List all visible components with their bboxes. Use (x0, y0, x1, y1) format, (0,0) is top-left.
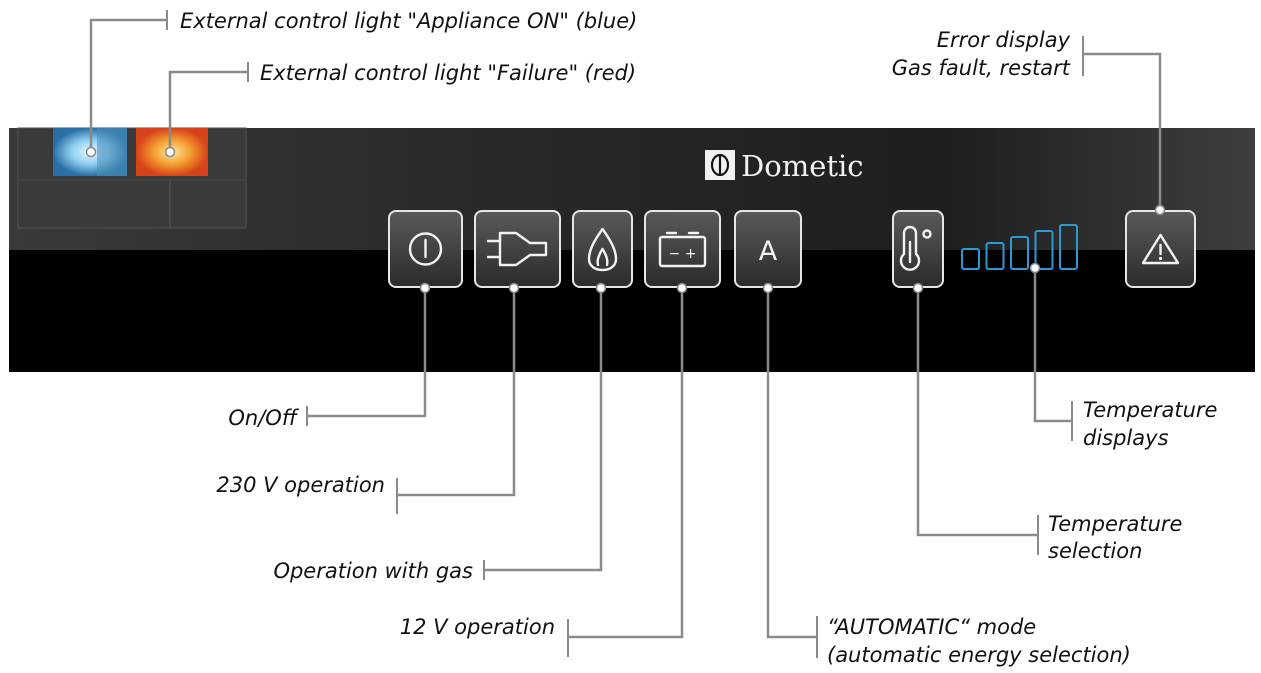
dot-gas (595, 282, 607, 294)
temperature-level-bar (1059, 224, 1078, 270)
label-automatic-detail: (automatic energy selection) (827, 643, 1131, 667)
dot-appliance-on (85, 146, 97, 158)
error-indicator (1125, 210, 1196, 288)
12v-button[interactable]: − + (644, 210, 721, 288)
label-230v-operation: 230 V operation (216, 473, 385, 497)
appliance-panel (9, 127, 1255, 372)
label-on-off: On/Off (228, 406, 299, 430)
dot-failure (164, 146, 176, 158)
230v-button-frame (474, 210, 561, 288)
temperature-selection-button-frame (892, 210, 944, 288)
230v-button[interactable] (474, 210, 561, 288)
gas-button[interactable] (572, 210, 633, 288)
label-automatic-mode: “AUTOMATIC“ mode (827, 615, 1036, 639)
label-error-display: Error display (937, 28, 1071, 52)
flame-icon (587, 227, 618, 272)
leader-lines (89, 10, 1162, 658)
dot-error (1154, 204, 1166, 216)
automatic-icon: A (759, 236, 778, 267)
leader-12v (568, 288, 684, 639)
warning-triangle-icon (1141, 233, 1180, 265)
automatic-button[interactable]: A (734, 210, 802, 288)
power-icon (408, 232, 443, 266)
dot-automatic (762, 282, 774, 294)
temperature-selection-button[interactable] (892, 210, 944, 288)
temperature-level-bar (961, 248, 980, 270)
label-appliance-on-light: External control light "Appliance ON" (b… (180, 9, 637, 33)
label-temperature-displays: Temperature (1083, 398, 1217, 422)
blue-control-light-shade (97, 128, 127, 176)
leader-automatic (766, 288, 817, 639)
brand-name: Dometic (741, 149, 864, 183)
label-failure-light: External control light "Failure" (red) (260, 61, 636, 85)
leader-dots (85, 146, 1166, 294)
temperature-level-display (961, 224, 1078, 270)
leader-gas (484, 288, 603, 572)
dot-temperature-displays (1029, 262, 1041, 274)
dot-12v (676, 282, 688, 294)
leader-temperature-selection (916, 288, 1038, 537)
dot-temperature-selection (912, 282, 924, 294)
leader-230v (397, 288, 516, 497)
battery-polarity-text: − + (669, 246, 697, 262)
label-temperature-selection-2: selection (1048, 539, 1142, 563)
leader-on-off (307, 288, 427, 418)
dot-230v (508, 282, 520, 294)
temperature-level-bar (1034, 230, 1054, 270)
label-temperature-displays-2: displays (1083, 426, 1169, 450)
battery-icon: − + (658, 231, 707, 268)
temperature-level-bar (985, 242, 1005, 270)
temperature-level-bar (1010, 236, 1029, 270)
label-temperature-selection: Temperature (1048, 512, 1182, 536)
label-12v-operation: 12 V operation (400, 615, 555, 639)
leader-appliance-on (89, 18, 167, 152)
on-off-button[interactable] (388, 210, 463, 288)
leader-temperature-displays (1033, 268, 1072, 423)
dot-on-off (419, 282, 431, 294)
label-gas-operation: Operation with gas (273, 559, 473, 583)
indicator-window (17, 127, 247, 229)
label-error-detail: Gas fault, restart (892, 56, 1071, 80)
leader-error (1083, 52, 1162, 210)
leader-failure (168, 70, 248, 152)
thermometer-icon (899, 225, 932, 271)
dometic-logo: Dometic (705, 149, 864, 183)
plug-icon (486, 231, 548, 267)
